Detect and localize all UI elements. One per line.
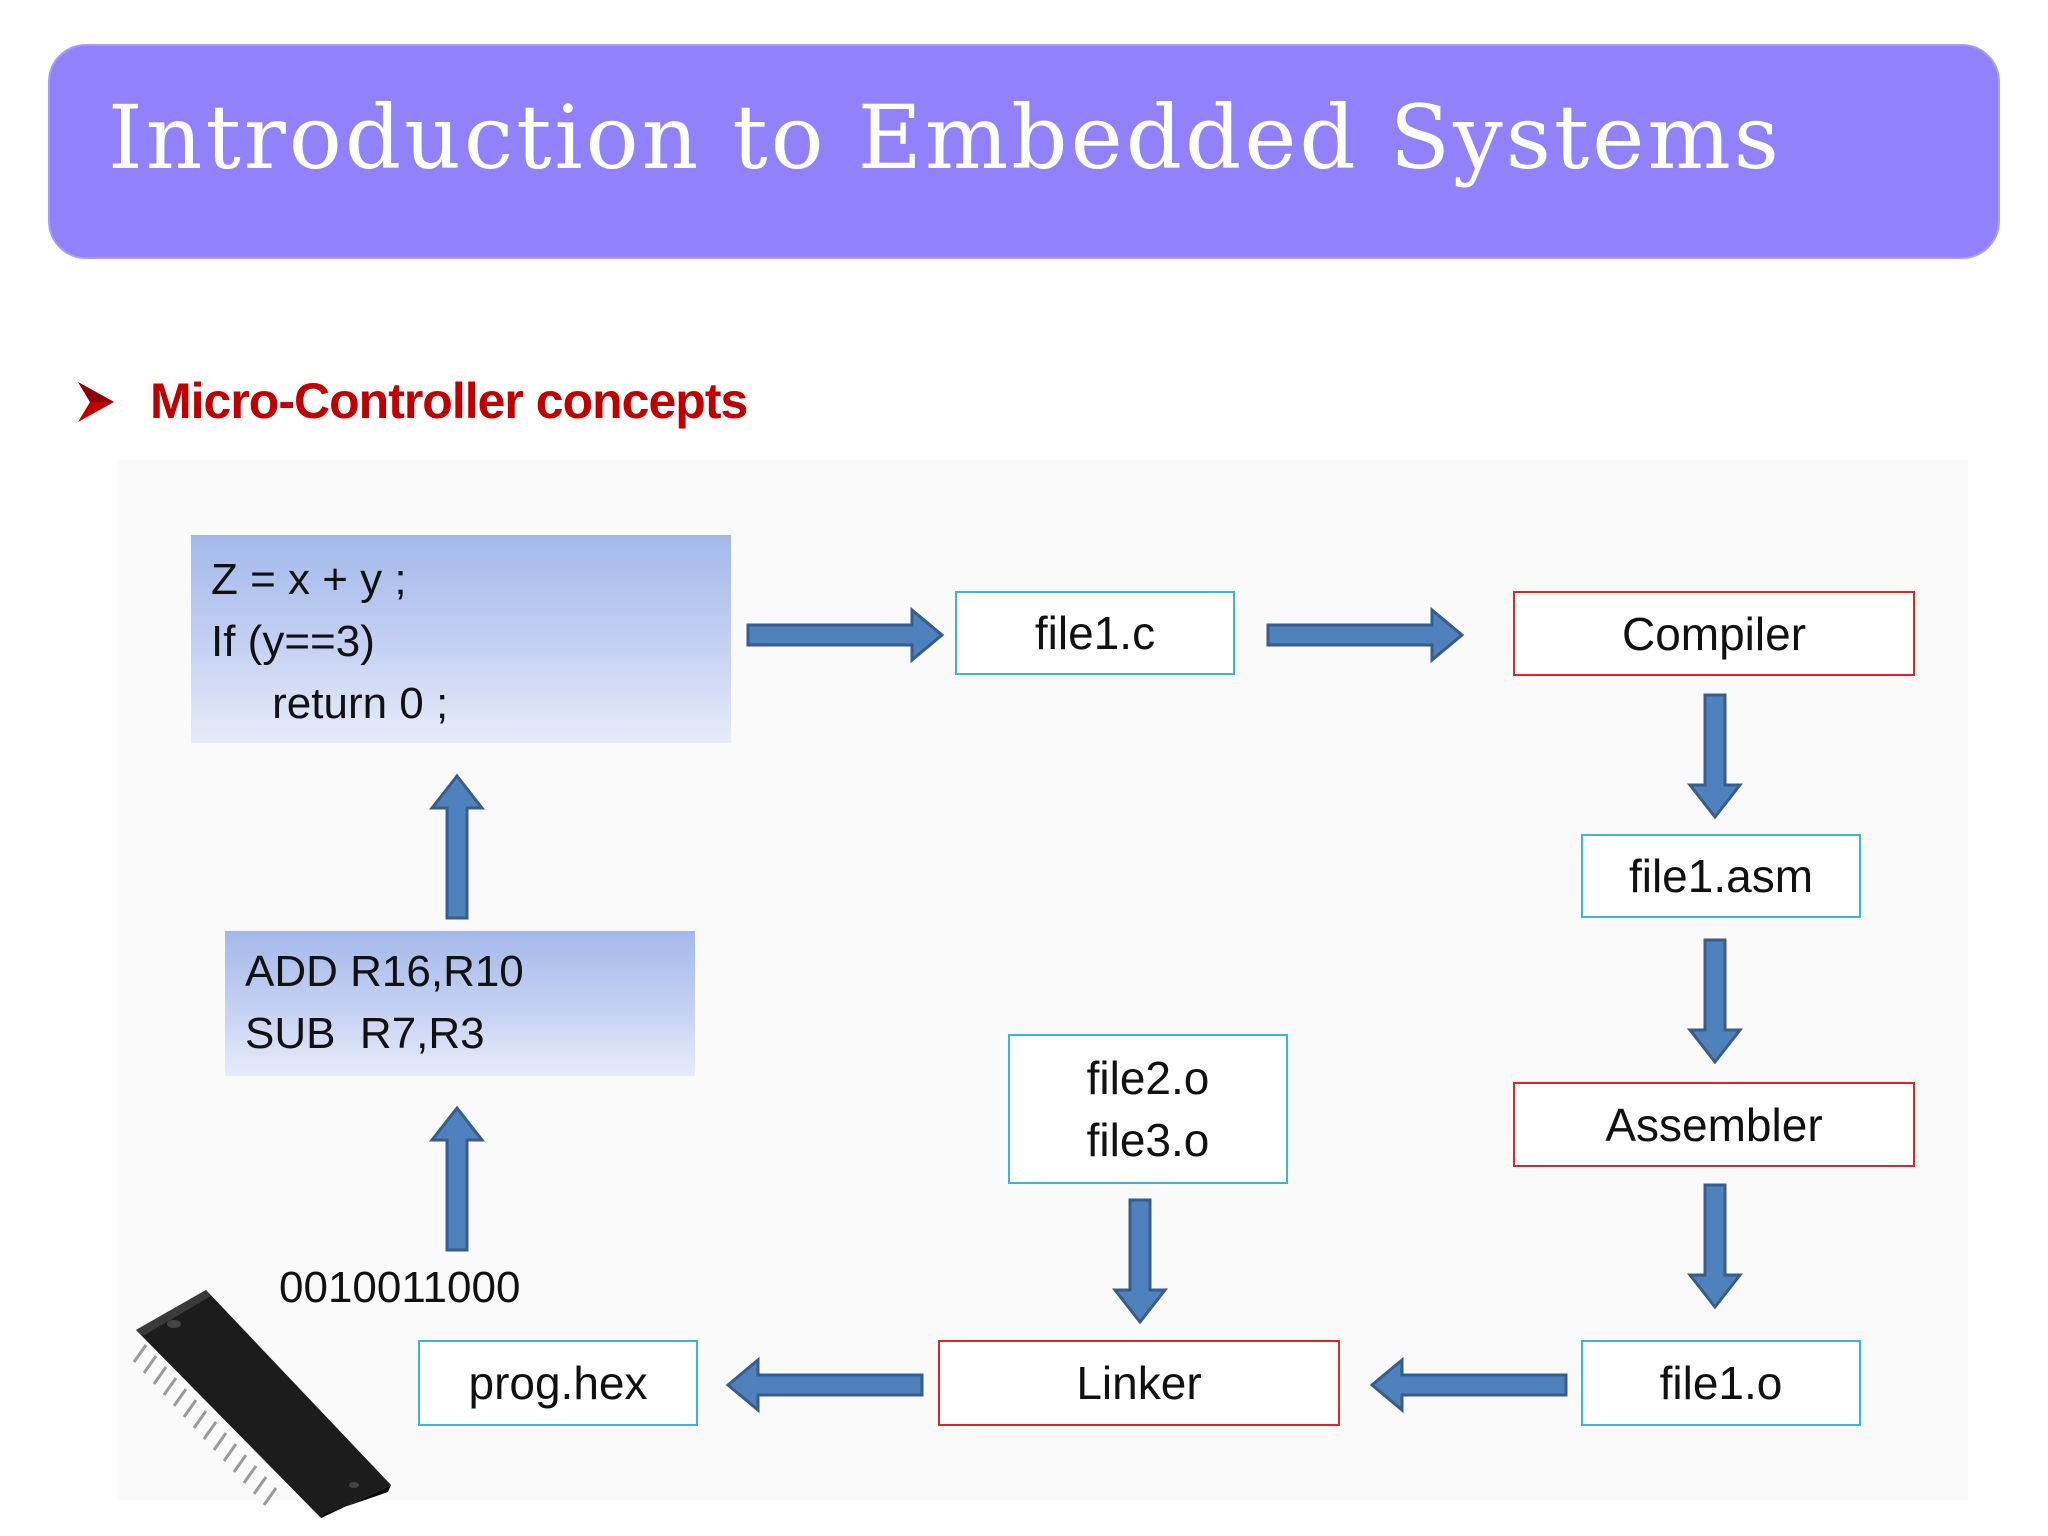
arrow-up-icon <box>428 1105 486 1252</box>
node-label: Linker <box>1076 1357 1202 1409</box>
source-code-line: If (y==3) <box>211 617 375 666</box>
node-linker: Linker <box>938 1340 1340 1426</box>
source-code-line: return 0 ; <box>211 679 449 728</box>
arrow-down-icon <box>1686 693 1744 820</box>
node-label: prog.hex <box>468 1357 648 1409</box>
node-file1-c: file1.c <box>955 591 1235 675</box>
node-object-files: file2.o file3.o <box>1008 1034 1288 1184</box>
assembly-code-line: ADD R16,R10 <box>245 947 524 996</box>
source-code-box: Z = x + y ; If (y==3) return 0 ; <box>191 535 731 743</box>
node-label: file1.o <box>1659 1357 1783 1409</box>
assembly-code-line: SUB R7,R3 <box>245 1009 485 1058</box>
arrow-down-icon <box>1686 1183 1744 1310</box>
assembly-code-box: ADD R16,R10 SUB R7,R3 <box>225 931 695 1076</box>
arrow-right-icon <box>746 606 945 664</box>
node-label: Assembler <box>1605 1098 1823 1151</box>
slide-subtitle: Micro-Controller concepts <box>150 373 748 429</box>
source-code-line: Z = x + y ; <box>211 555 407 604</box>
arrow-down-icon <box>1686 938 1744 1065</box>
arrow-down-icon <box>1111 1198 1169 1325</box>
node-file1-asm: file1.asm <box>1581 834 1861 918</box>
arrow-left-icon <box>725 1356 924 1414</box>
node-compiler: Compiler <box>1513 591 1915 676</box>
arrow-up-icon <box>428 773 486 920</box>
dip-microcontroller-chip-icon <box>132 1290 391 1518</box>
node-label: file1.asm <box>1628 850 1814 902</box>
node-assembler: Assembler <box>1513 1082 1915 1167</box>
node-prog-hex: prog.hex <box>418 1340 698 1426</box>
slide-title: Introduction to Embedded Systems <box>108 86 1782 189</box>
arrow-right-icon <box>1266 606 1465 664</box>
arrowhead-bullet-icon <box>78 382 114 422</box>
arrow-left-icon <box>1369 1356 1568 1414</box>
node-label: file1.c <box>1034 607 1156 659</box>
title-bar: Introduction to Embedded Systems <box>48 44 2000 259</box>
binary-machine-code: 0010011000 <box>279 1263 521 1312</box>
node-label: Compiler <box>1621 607 1807 660</box>
node-file1-o: file1.o <box>1581 1340 1861 1426</box>
node-label: file2.o <box>1086 1052 1210 1104</box>
node-label: file3.o <box>1086 1114 1210 1166</box>
